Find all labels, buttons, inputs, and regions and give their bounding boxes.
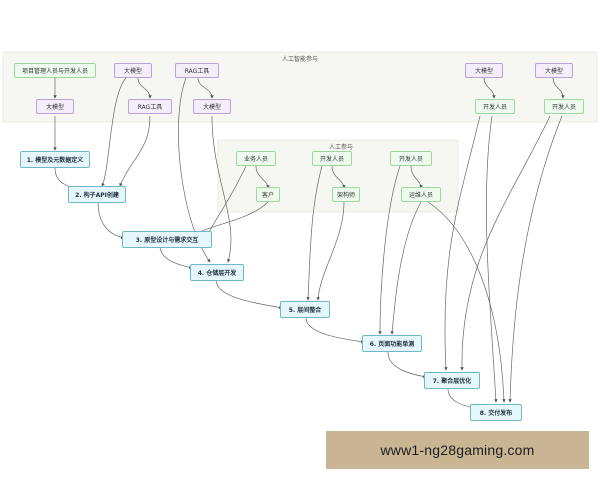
watermark-banner: www1-ng28gaming.com (326, 431, 589, 469)
edge-llm-s4 (211, 115, 232, 263)
node-biz-staff: 业务人员 (236, 151, 276, 166)
edge-devmid1-s7 (444, 115, 481, 371)
edge-ops-s8 (427, 201, 506, 403)
step-8-delivery: 8. 交付发布 (470, 404, 522, 421)
node-rag-tool-mid: RAG工具 (128, 99, 172, 114)
step-2-api-create: 2. 构子API创建 (68, 186, 126, 203)
edge-llm1-rag (137, 77, 152, 99)
edge-llm2-dev (483, 77, 496, 99)
edge-dev1-arch (331, 165, 346, 189)
human-group-title: 人工参与 (328, 144, 353, 151)
edge-s6-s7 (387, 351, 427, 379)
edge-rag-s2 (119, 115, 151, 187)
step-7-aggregation: 7. 聚合层优化 (424, 372, 480, 389)
node-llm-top3: 大模型 (535, 63, 573, 78)
node-rag-tool-top: RAG工具 (175, 63, 219, 78)
node-llm-top2: 大模型 (465, 63, 503, 78)
edge-devmid1b-s8 (486, 115, 498, 403)
step-3-prototype: 3. 原型设计与需求交互 (122, 231, 212, 248)
edge-biz-s3 (207, 165, 247, 235)
edge-s3-s4 (159, 245, 193, 269)
edge-s2-s3 (97, 201, 125, 240)
edge-dev1-s5 (306, 165, 323, 301)
node-pm-dev: 项目管理人员与开发人员 (14, 63, 96, 78)
edge-s4-s5 (215, 279, 283, 310)
step-5-layer-integration: 5. 层间整合 (280, 301, 330, 318)
step-1-model-metadata: 1. 模型及元数据定义 (20, 151, 90, 168)
node-ops-staff: 运维人员 (401, 187, 441, 202)
edge-llm3-dev (552, 77, 565, 99)
edge-ops-s6 (390, 201, 422, 335)
edge-devmid2-s7 (460, 115, 551, 371)
edge-devmid2b-s8 (508, 115, 563, 403)
node-dev-mid2: 开发人员 (544, 99, 584, 114)
step-4-repository-layer: 4. 仓储层开发 (190, 264, 244, 281)
edge-biz-customer (255, 165, 270, 189)
node-llm-top1: 大模型 (114, 63, 152, 78)
node-architect: 架构师 (332, 187, 360, 202)
edge-rag-llm (197, 77, 214, 99)
node-customer: 客户 (256, 187, 280, 202)
node-llm-mid2: 大模型 (193, 99, 231, 114)
edge-dev2-ops (410, 165, 423, 189)
edge-customer-s3 (195, 201, 269, 235)
edge-llm1-s2 (101, 77, 127, 187)
edge-dev2-s6 (378, 165, 401, 335)
node-llm-mid1: 大模型 (36, 99, 74, 114)
ai-group-title: 人工智能参与 (281, 56, 318, 63)
node-dev-human2: 开发人员 (390, 151, 432, 166)
node-dev-human1: 开发人员 (312, 151, 352, 166)
step-6-page-unit-test: 6. 页面功能单测 (362, 335, 422, 352)
edge-s5-s6 (305, 317, 365, 344)
edge-arch-s5 (316, 201, 345, 301)
node-dev-mid1: 开发人员 (475, 99, 515, 114)
